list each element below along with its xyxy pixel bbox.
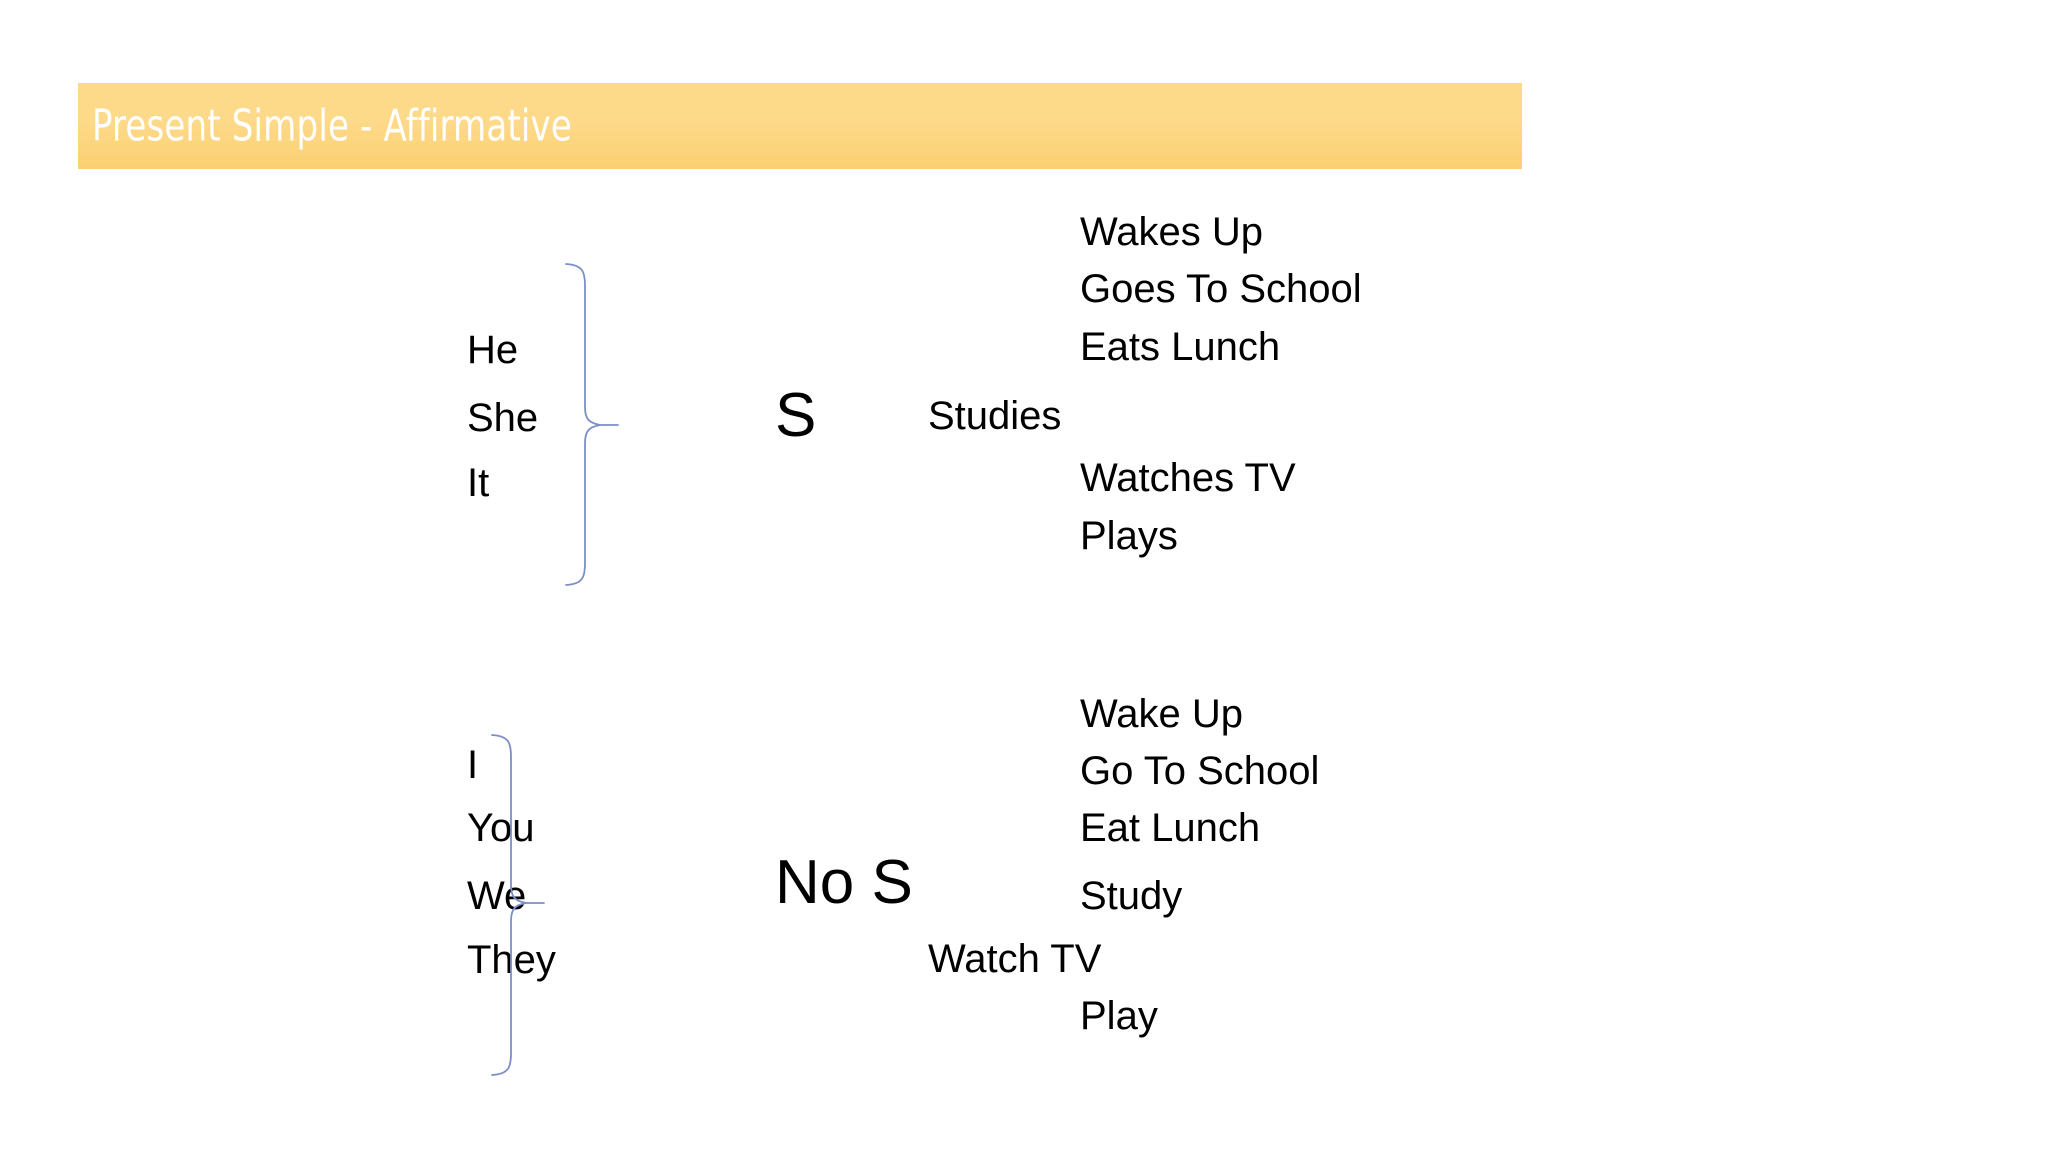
pronoun-i: I	[467, 743, 479, 787]
verb-eat-lunch: Eat Lunch	[1080, 806, 1261, 850]
title-banner: Present Simple - Affirmative	[78, 83, 1522, 169]
curly-brace-group-1	[556, 262, 636, 587]
verb-watches-tv: Watches TV	[1080, 456, 1296, 500]
pronoun-we: We	[467, 874, 527, 918]
verb-plays: Plays	[1080, 514, 1178, 558]
verb-wakes-up: Wakes Up	[1080, 210, 1264, 254]
curly-brace-group-2	[484, 733, 564, 1078]
verb-eats-lunch: Eats Lunch	[1080, 325, 1281, 369]
pronoun-she: She	[467, 396, 539, 440]
pronoun-you: You	[467, 806, 535, 850]
verb-play: Play	[1080, 994, 1158, 1038]
verb-watch-tv: Watch TV	[928, 937, 1102, 981]
verb-go-to-school: Go To School	[1080, 749, 1320, 793]
page-title: Present Simple - Affirmative	[92, 100, 572, 152]
marker-s: S	[775, 381, 817, 450]
verb-goes-to-school: Goes To School	[1080, 267, 1362, 311]
verb-study: Study	[1080, 874, 1183, 918]
verb-wake-up: Wake Up	[1080, 692, 1244, 736]
marker-no-s: No S	[775, 848, 913, 917]
verb-studies: Studies	[928, 394, 1062, 438]
pronoun-it: It	[467, 461, 490, 505]
pronoun-he: He	[467, 328, 519, 372]
